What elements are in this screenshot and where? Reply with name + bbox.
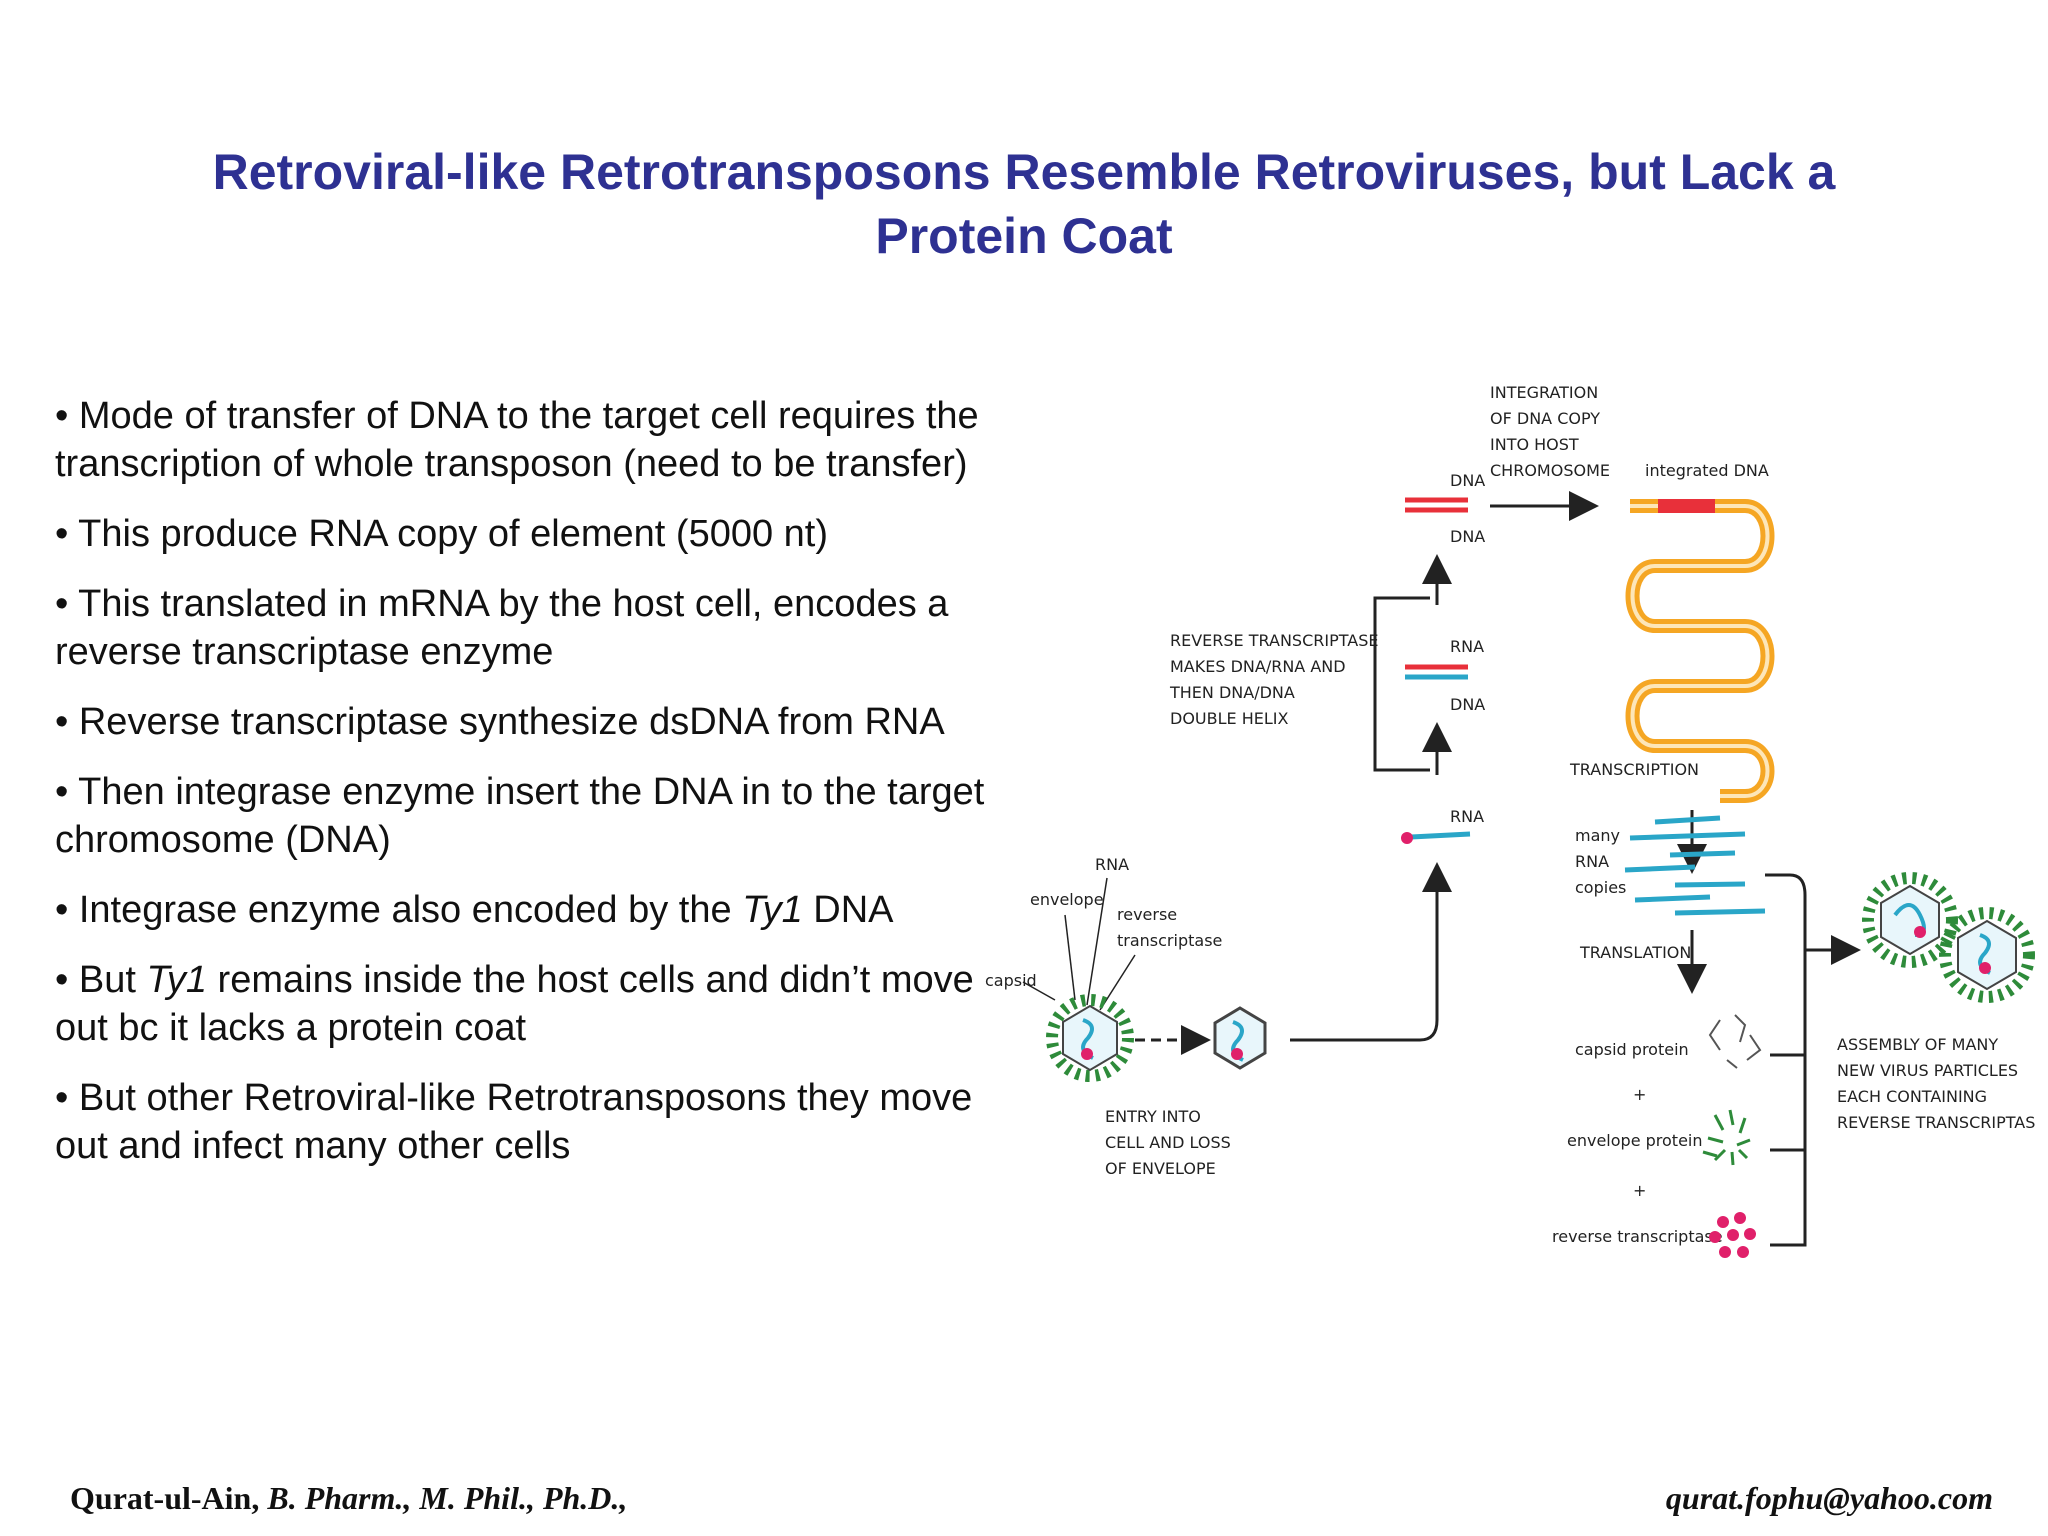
new-virus-particle-1: [1862, 872, 1958, 968]
bullet-item: • This produce RNA copy of element (5000…: [55, 510, 990, 558]
slide-title: Retroviral-like Retrotransposons Resembl…: [212, 144, 1836, 264]
label-integration-1: INTEGRATION: [1490, 383, 1598, 402]
label-rt-lab-1: reverse: [1117, 905, 1177, 924]
bullet-item: • Integrase enzyme also encoded by the T…: [55, 886, 990, 934]
bullet-text-run: • But other Retroviral-like Retrotranspo…: [55, 1077, 973, 1167]
bullet-text-run: • This translated in mRNA by the host ce…: [55, 583, 949, 673]
label-transcription: TRANSCRIPTION: [1569, 760, 1699, 779]
bullet-text-run: • Then integrase enzyme insert the DNA i…: [55, 771, 985, 861]
leader-lines: [1022, 877, 1136, 1011]
rna-strand-single: [1410, 831, 1471, 840]
integrated-chromosome: [1625, 499, 1775, 803]
author-degrees: B. Pharm., M. Phil., Ph.D.,: [267, 1480, 628, 1516]
label-entry-1: ENTRY INTO: [1105, 1107, 1201, 1126]
bullet-list: • Mode of transfer of DNA to the target …: [55, 392, 990, 1192]
label-integrated-dna: integrated DNA: [1645, 461, 1769, 480]
arrow-to-rna: [1290, 862, 1452, 1042]
infecting-virus: [1046, 994, 1134, 1082]
label-capsid: capsid: [985, 971, 1037, 990]
label-entry-3: OF ENVELOPE: [1105, 1159, 1216, 1178]
label-rna-hybrid: RNA: [1450, 637, 1484, 656]
label-assembly-3: EACH CONTAINING: [1837, 1087, 1987, 1106]
label-translation: TRANSLATION: [1579, 943, 1691, 962]
diagram-svg: INTEGRATION OF DNA COPY INTO HOST CHROMO…: [985, 383, 2035, 1258]
bullet-text-run: • But: [55, 959, 147, 1001]
label-envelope: envelope: [1030, 890, 1104, 909]
capsid-protein-fragments: [1708, 1014, 1762, 1069]
label-reverse-transcriptase: reverse transcriptase: [1552, 1227, 1723, 1246]
label-integration-4: CHROMOSOME: [1490, 461, 1610, 480]
author-name: Qurat-ul-Ain,: [70, 1480, 260, 1516]
uncoated-capsid: [1213, 1006, 1267, 1070]
label-plus-2: +: [1633, 1181, 1646, 1200]
label-capsid-protein: capsid protein: [1575, 1040, 1689, 1059]
label-capsid-rna: RNA: [1095, 855, 1129, 874]
new-virus-particle-2: [1939, 907, 2035, 1003]
reverse-transcriptase-dots: [1709, 1212, 1756, 1258]
bullet-text-run: • Integrase enzyme also encoded by the: [55, 889, 743, 931]
label-rt-lab-2: transcriptase: [1117, 931, 1222, 950]
label-rna-copies-rna: RNA: [1575, 852, 1609, 871]
bullet-text-run: Ty1: [146, 959, 207, 1001]
bullet-item: • Mode of transfer of DNA to the target …: [55, 392, 990, 488]
label-entry-2: CELL AND LOSS: [1105, 1133, 1231, 1152]
rna-copies: [1624, 815, 1766, 916]
label-rt-1: REVERSE TRANSCRIPTASE: [1170, 631, 1378, 650]
bullet-item: • But Ty1 remains inside the host cells …: [55, 956, 990, 1052]
bullet-text-run: Ty1: [742, 889, 803, 931]
bullet-item: • But other Retroviral-like Retrotranspo…: [55, 1074, 990, 1170]
label-dna-hybrid: DNA: [1450, 695, 1485, 714]
bullet-item: • Reverse transcriptase synthesize dsDNA…: [55, 698, 990, 746]
footer-author: Qurat-ul-Ain, B. Pharm., M. Phil., Ph.D.…: [70, 1480, 627, 1517]
envelope-protein-spikes: [1702, 1109, 1751, 1166]
rt-on-rna: [1401, 832, 1413, 844]
bullet-item: • Then integrase enzyme insert the DNA i…: [55, 768, 990, 864]
bullet-text-run: DNA: [802, 889, 894, 931]
bullet-text-run: • Reverse transcriptase synthesize dsDNA…: [55, 701, 945, 743]
label-copies: copies: [1575, 878, 1626, 897]
label-rt-2: MAKES DNA/RNA AND: [1170, 657, 1346, 676]
retrotransposon-diagram: INTEGRATION OF DNA COPY INTO HOST CHROMO…: [975, 370, 2035, 1310]
bullet-text-run: • Mode of transfer of DNA to the target …: [55, 395, 979, 485]
label-integration-3: INTO HOST: [1490, 435, 1579, 454]
label-plus-1: +: [1633, 1085, 1646, 1104]
label-dna-top-2: DNA: [1450, 527, 1485, 546]
label-integration-2: OF DNA COPY: [1490, 409, 1600, 428]
footer-email: qurat.fophu@yahoo.com: [1665, 1480, 1993, 1516]
label-assembly-4: REVERSE TRANSCRIPTASE: [1837, 1113, 2035, 1132]
bullet-text-run: remains inside the host cells and didn’t…: [55, 959, 974, 1049]
label-envelope-protein: envelope protein: [1567, 1131, 1703, 1150]
label-rt-3: THEN DNA/DNA: [1169, 683, 1295, 702]
label-rna-single: RNA: [1450, 807, 1484, 826]
bullet-item: • This translated in mRNA by the host ce…: [55, 580, 990, 676]
label-rt-4: DOUBLE HELIX: [1170, 709, 1288, 728]
label-dna-top: DNA: [1450, 471, 1485, 490]
label-assembly-1: ASSEMBLY OF MANY: [1837, 1035, 1998, 1054]
rt-bracket: [1373, 596, 1430, 772]
label-many: many: [1575, 826, 1620, 845]
label-assembly-2: NEW VIRUS PARTICLES: [1837, 1061, 2018, 1080]
bullet-text-run: • This produce RNA copy of element (5000…: [55, 513, 829, 555]
